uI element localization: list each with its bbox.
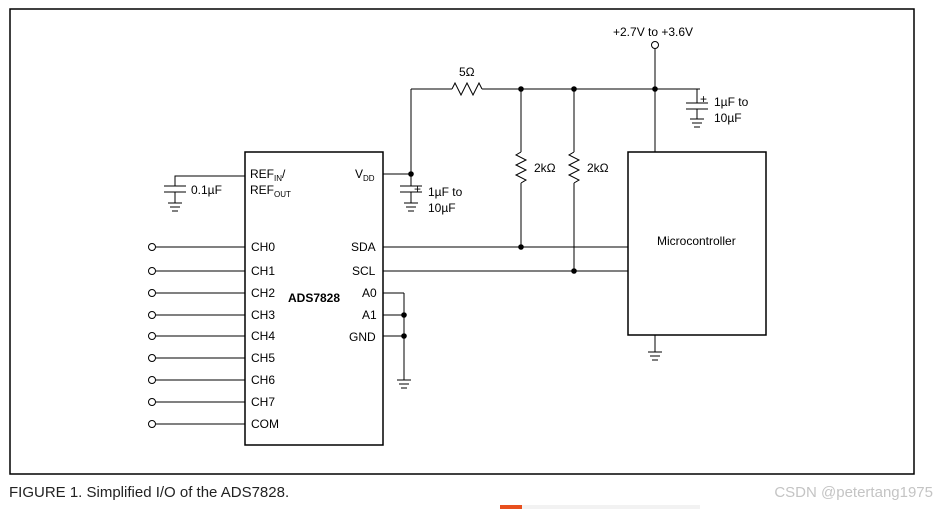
- pin-ch7: CH7: [148, 395, 275, 409]
- pin-ch3-label: CH3: [251, 308, 275, 322]
- supply-terminal: [651, 41, 659, 49]
- ref-in-label: REFIN/: [250, 167, 286, 183]
- supply-capacitor: [686, 89, 708, 128]
- junction-dot: [408, 171, 414, 177]
- microcontroller-block: [627, 151, 767, 336]
- pin-ch0-label: CH0: [251, 240, 275, 254]
- microcontroller-label: Microcontroller: [657, 234, 736, 248]
- pin-ch3: CH3: [148, 308, 275, 322]
- pin-ch4-label: CH4: [251, 329, 275, 343]
- microcontroller-ground: [648, 335, 662, 361]
- vdd-cap-value-line1: 1µF to: [428, 185, 463, 199]
- pin-ch4: CH4: [148, 329, 275, 343]
- pin-ch5: CH5: [148, 351, 275, 365]
- pin-ch7-label: CH7: [251, 395, 275, 409]
- chip-name: ADS7828: [288, 291, 340, 305]
- pin-ch1: CH1: [148, 264, 275, 278]
- pin-a0-label: A0: [362, 286, 377, 300]
- pin-ch6: CH6: [148, 373, 275, 387]
- junction-dot: [571, 268, 577, 274]
- ref-cap-value: 0.1µF: [191, 183, 222, 197]
- resistor-2k-sda: [514, 151, 528, 184]
- ref-out-label: REFOUT: [250, 183, 291, 199]
- vdd-cap-value-line2: 10µF: [428, 201, 456, 215]
- watermark: CSDN @petertang1975: [774, 484, 933, 501]
- junction-dot: [518, 244, 524, 250]
- ref-capacitor: [164, 175, 245, 212]
- pin-a1-label: A1: [362, 308, 377, 322]
- pin-com: COM: [148, 417, 279, 431]
- scroll-indicator: [500, 505, 700, 509]
- junction-dot: [401, 333, 407, 339]
- resistor-2k-scl: [567, 151, 581, 184]
- address-ground-wiring: [383, 292, 411, 389]
- pin-ch2-label: CH2: [251, 286, 275, 300]
- channel-pins: CH0 CH1 CH2 CH3 CH4 CH5: [148, 240, 279, 431]
- vdd-cap-polarity: +: [414, 182, 421, 196]
- figure-caption: FIGURE 1. Simplified I/O of the ADS7828.: [9, 484, 290, 501]
- pullup-resistors: [514, 89, 581, 271]
- pin-com-label: COM: [251, 417, 279, 431]
- supply-voltage-label: +2.7V to +3.6V: [613, 25, 693, 39]
- ads7828-chip: [244, 151, 384, 446]
- junction-dot: [571, 86, 577, 92]
- pin-gnd-label: GND: [349, 330, 376, 344]
- resistor-5ohm: [451, 81, 483, 97]
- vdd-capacitor: [400, 185, 422, 212]
- junction-dot: [652, 86, 658, 92]
- pullup-scl-label: 2kΩ: [587, 161, 609, 175]
- pin-ch5-label: CH5: [251, 351, 275, 365]
- pin-ch0: CH0: [148, 240, 275, 254]
- junction-dot: [401, 312, 407, 318]
- junction-dot: [518, 86, 524, 92]
- supply-cap-value-line1: 1µF to: [714, 95, 749, 109]
- vdd-label: VDD: [355, 167, 375, 183]
- figure-frame: [9, 8, 915, 475]
- pin-ch6-label: CH6: [251, 373, 275, 387]
- resistor-5ohm-label: 5Ω: [459, 65, 475, 79]
- pin-ch1-label: CH1: [251, 264, 275, 278]
- supply-cap-value-line2: 10µF: [714, 111, 742, 125]
- supply-cap-polarity: +: [700, 92, 707, 106]
- pin-ch2: CH2: [148, 286, 275, 300]
- pin-scl-label: SCL: [352, 264, 376, 278]
- pin-sda-label: SDA: [351, 240, 376, 254]
- pullup-sda-label: 2kΩ: [534, 161, 556, 175]
